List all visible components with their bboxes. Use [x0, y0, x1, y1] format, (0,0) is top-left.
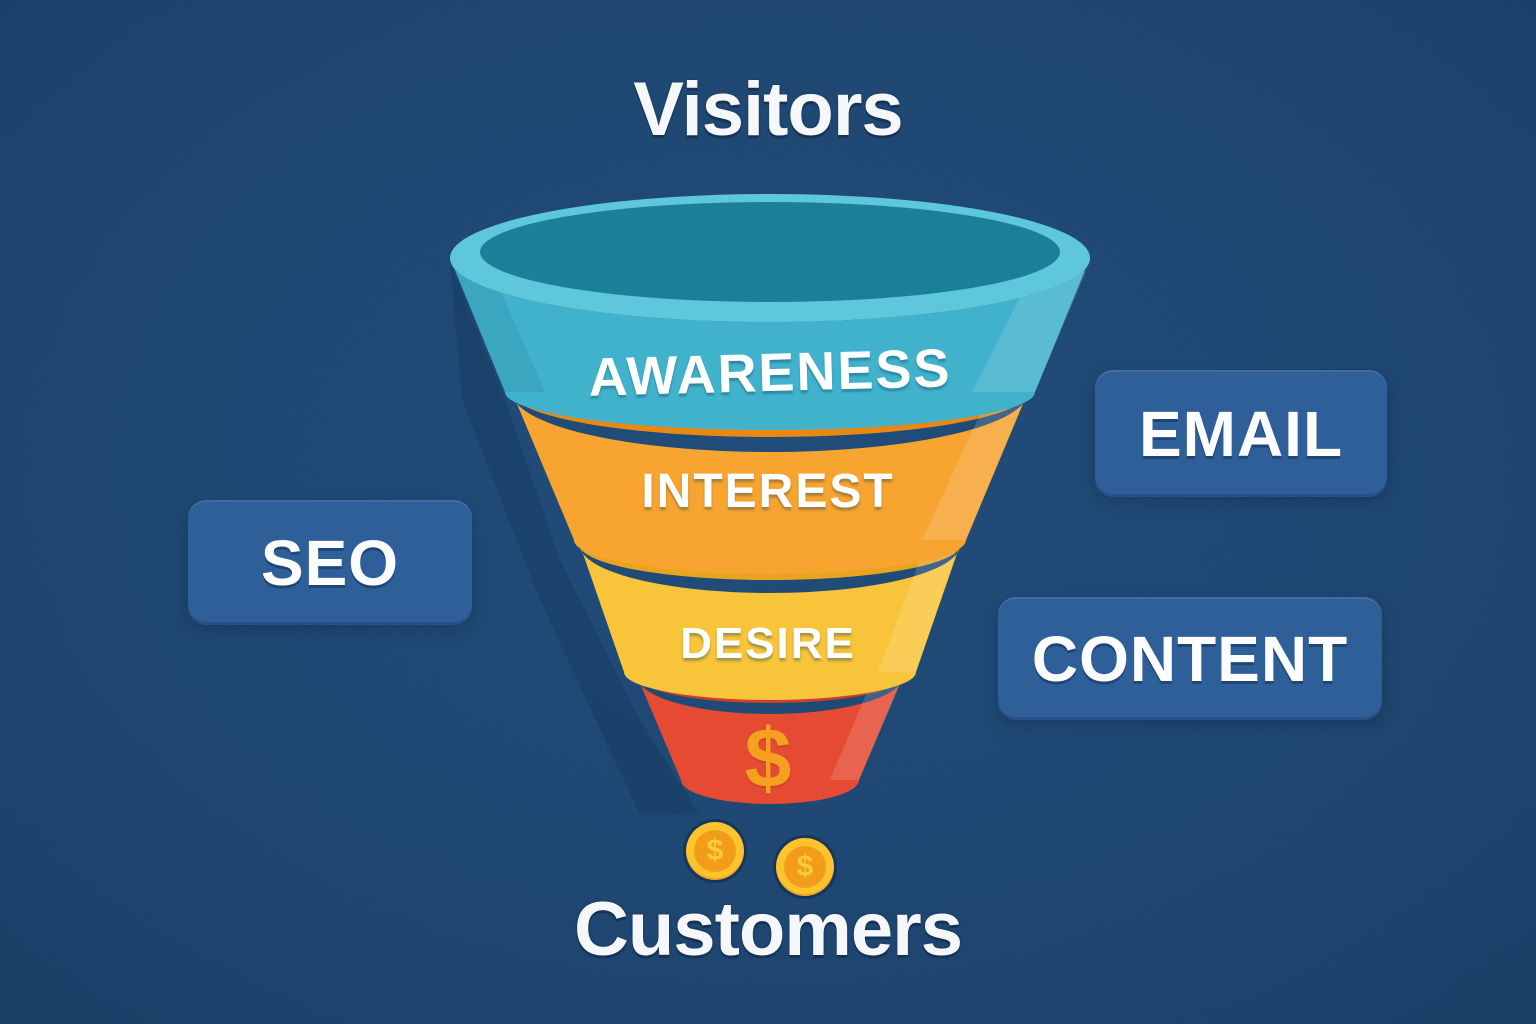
badge-content-label: CONTENT — [1031, 622, 1349, 695]
stage-label-desire: DESIRE — [680, 619, 856, 668]
coin: $ — [686, 822, 744, 880]
badge-seo: SEO — [188, 500, 472, 625]
badge-seo-label: SEO — [260, 526, 400, 599]
coin-face: $ — [694, 830, 736, 872]
badge-email: EMAIL — [1095, 370, 1387, 497]
stage-label-interest: INTEREST — [641, 465, 895, 518]
dollar-symbol: $ — [744, 711, 792, 805]
badge-email-label: EMAIL — [1138, 397, 1344, 470]
coin-face: $ — [784, 846, 826, 888]
coin-dollar-icon: $ — [706, 834, 724, 867]
top-title: Visitors — [633, 67, 903, 152]
bottom-title: Customers — [574, 887, 963, 972]
coin: $ — [776, 838, 834, 896]
badge-content: CONTENT — [998, 597, 1382, 720]
coin-dollar-icon: $ — [796, 850, 814, 883]
